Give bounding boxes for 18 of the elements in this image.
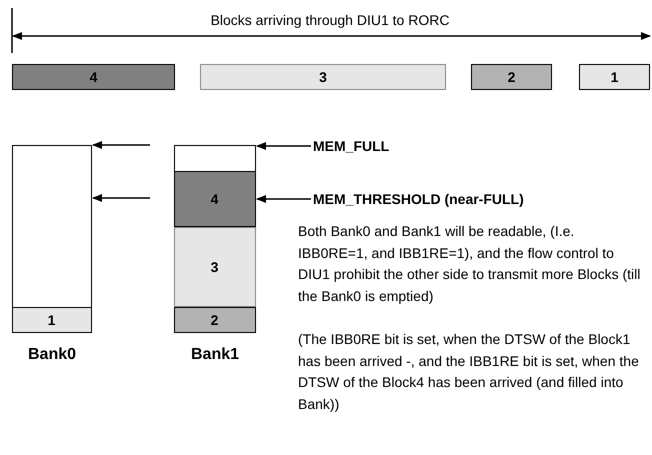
signal-label: MEM_FULL (313, 136, 390, 156)
arrow (92, 194, 150, 202)
bank-label: Bank0 (26, 346, 78, 364)
arrow (256, 195, 311, 203)
signal-label: MEM_THRESHOLD (near-FULL) (313, 189, 524, 209)
arrow (92, 141, 150, 149)
data-block: 2 (174, 306, 256, 332)
data-block: 2 (471, 64, 552, 90)
note-text: Both Bank0 and Bank1 will be readable, (I.e. IBB0RE=1, and IBB1RE=1), and the flow control to DIU1 prohibit the other side to transmit more Blocks (till the Bank0 is emptied) (298, 222, 642, 306)
data-block: 3 (200, 64, 446, 90)
bank-label: Bank1 (190, 346, 240, 364)
data-block: 1 (579, 64, 650, 90)
arrow (256, 142, 311, 150)
data-block: 3 (174, 226, 256, 306)
data-block: 1 (12, 306, 92, 332)
note-text: (The IBB0RE bit is set, when the DTSW of the Block1 has been arrived -, and the IBB1RE bit is set, when the DTSW of the Block4 has been arrived (and filled into Bank)) (298, 330, 640, 414)
data-block: 4 (174, 170, 256, 226)
data-block: 4 (12, 64, 175, 90)
